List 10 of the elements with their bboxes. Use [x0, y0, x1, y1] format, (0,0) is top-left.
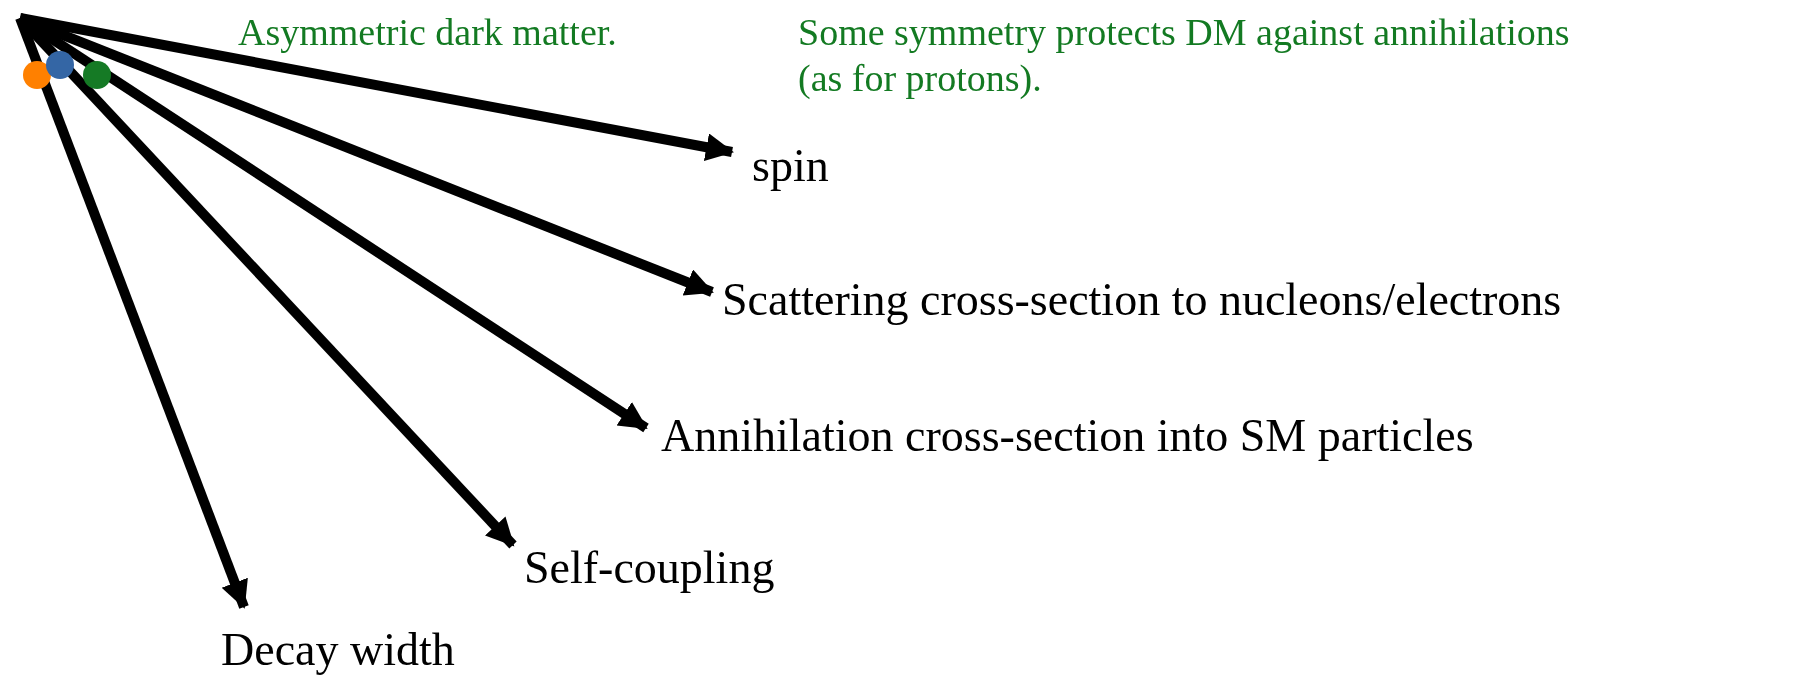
arrow: [18, 13, 714, 297]
parameter-label: spin: [752, 140, 829, 193]
arrow: [15, 16, 249, 609]
note-text: Some symmetry protects DM against annihilations (as for protons).: [798, 10, 1571, 101]
parameter-label: Decay width: [221, 624, 455, 677]
parameter-label: Scattering cross-section to nucleons/electrons: [722, 274, 1562, 327]
parameter-label: Annihilation cross-section into SM particles: [661, 410, 1474, 463]
note-text: Asymmetric dark matter.: [238, 10, 618, 55]
arrow: [19, 13, 734, 161]
parameter-label: Self-coupling: [524, 542, 775, 595]
